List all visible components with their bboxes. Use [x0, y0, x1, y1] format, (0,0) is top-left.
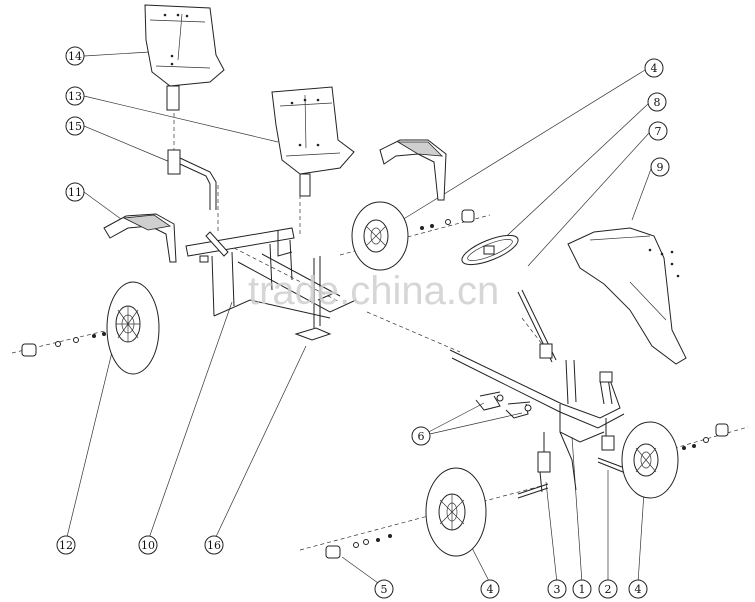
callout-label-3: 3 — [554, 583, 561, 596]
fender-part-11 — [103, 213, 177, 263]
front-left-wheel — [325, 467, 487, 559]
callout-label-4-bottom-left: 4 — [487, 583, 494, 596]
pedal-part-16 — [294, 256, 333, 341]
callout-label-7: 7 — [655, 125, 662, 138]
callout-label-1: 1 — [579, 583, 586, 596]
callout-3: 3 — [547, 579, 567, 599]
frame-part-10 — [185, 227, 357, 319]
watermark: trade.china.cn — [248, 269, 499, 313]
callout-16: 16 — [204, 535, 224, 555]
callout-label-14: 14 — [68, 50, 82, 63]
callout-label-9: 9 — [657, 161, 664, 174]
callout-5: 5 — [374, 579, 394, 599]
callout-11: 11 — [65, 182, 85, 202]
front-right-wheel — [621, 421, 729, 499]
brackets-part-6 — [475, 391, 532, 419]
callout-2: 2 — [598, 579, 618, 599]
seat-part-14 — [144, 4, 225, 111]
callout-4-bottom-right: 4 — [628, 579, 648, 599]
steering-shaft-part-7 — [517, 289, 557, 363]
callout-4-top: 4 — [644, 58, 664, 78]
callout-label-11: 11 — [68, 186, 82, 199]
body-part-9 — [567, 227, 687, 365]
spindle-part-3 — [517, 432, 551, 499]
callout-14: 14 — [65, 46, 85, 66]
callout-label-4-top: 4 — [651, 62, 658, 75]
callout-label-6: 6 — [418, 430, 425, 443]
callout-10: 10 — [138, 535, 158, 555]
callout-9: 9 — [650, 157, 670, 177]
fender-right — [379, 139, 447, 201]
callout-6: 6 — [411, 426, 431, 446]
callout-label-2: 2 — [605, 583, 612, 596]
rear-left-wheel — [21, 281, 160, 375]
callout-7: 7 — [648, 121, 668, 141]
callout-15: 15 — [65, 116, 85, 136]
callouts: 14 13 15 11 12 10 16 4 8 7 9 6 5 4 3 1 2… — [56, 46, 670, 599]
callout-13: 13 — [65, 86, 85, 106]
callout-label-8: 8 — [654, 96, 661, 109]
callout-label-4-bottom-right: 4 — [635, 583, 642, 596]
callout-label-5: 5 — [381, 583, 388, 596]
seat-part-13 — [271, 86, 355, 197]
rear-right-wheel — [351, 201, 475, 271]
main-frame-part-1 — [449, 349, 625, 491]
callout-label-15: 15 — [68, 120, 82, 133]
callout-4-bottom-left: 4 — [480, 579, 500, 599]
seat-post-part-15 — [167, 149, 217, 210]
callout-8: 8 — [647, 92, 667, 112]
callout-12: 12 — [56, 535, 76, 555]
callout-label-13: 13 — [68, 90, 82, 103]
leader-lines — [65, 51, 652, 584]
callout-label-16: 16 — [207, 539, 221, 552]
callout-label-12: 12 — [59, 539, 73, 552]
steering-wheel-part-8 — [461, 234, 519, 266]
callout-1: 1 — [572, 579, 592, 599]
callout-label-10: 10 — [141, 539, 155, 552]
